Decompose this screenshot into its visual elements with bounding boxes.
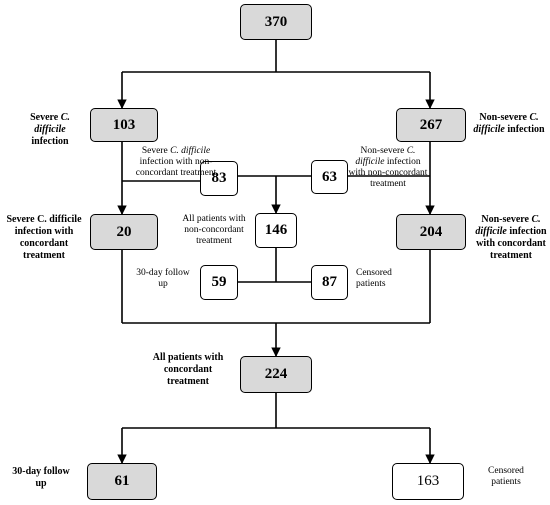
label-all-concordant: All patients with concordant treatment — [152, 352, 224, 387]
label-all-nonconcordant: All patients with non-concordant treatme… — [182, 214, 246, 246]
box-non-severe: 267 — [396, 108, 466, 142]
label-nonsevere-concordant: Non-severe C. difficile infection with c… — [475, 214, 547, 261]
box-severe-nonconcordant: 83 — [200, 161, 238, 196]
box-nonsevere-nonconcordant: 63 — [311, 160, 348, 194]
label-severe-nonconcordant: Severe C. difficile infection with non-c… — [135, 146, 217, 178]
box-concordant-censored: 163 — [392, 463, 464, 500]
box-all-concordant: 224 — [240, 356, 312, 393]
box-nonconcordant-followup: 59 — [200, 265, 238, 300]
box-nonconcordant-censored: 87 — [311, 265, 348, 300]
box-concordant-followup: 61 — [87, 463, 157, 500]
label-non-severe: Non-severe C. difficile infection — [473, 112, 545, 135]
label-concordant-censored: Censored patients — [488, 466, 524, 487]
label-nonconcordant-censored: Censored patients — [356, 268, 392, 289]
label-nonconcordant-followup: 30-day follow up — [136, 268, 190, 289]
label-nonsevere-nonconcordant: Non-severe C. difficile infection with n… — [348, 146, 428, 189]
label-concordant-followup: 30-day follow up — [12, 466, 70, 489]
box-nonsevere-concordant: 204 — [396, 214, 466, 250]
box-severe-concordant: 20 — [90, 214, 158, 250]
label-severe-concordant: Severe C. difficile infection with conco… — [6, 214, 82, 261]
box-total: 370 — [240, 4, 312, 40]
box-severe: 103 — [90, 108, 158, 142]
box-all-nonconcordant: 146 — [255, 213, 297, 248]
label-severe: Severe C. difficile infection — [30, 112, 70, 147]
